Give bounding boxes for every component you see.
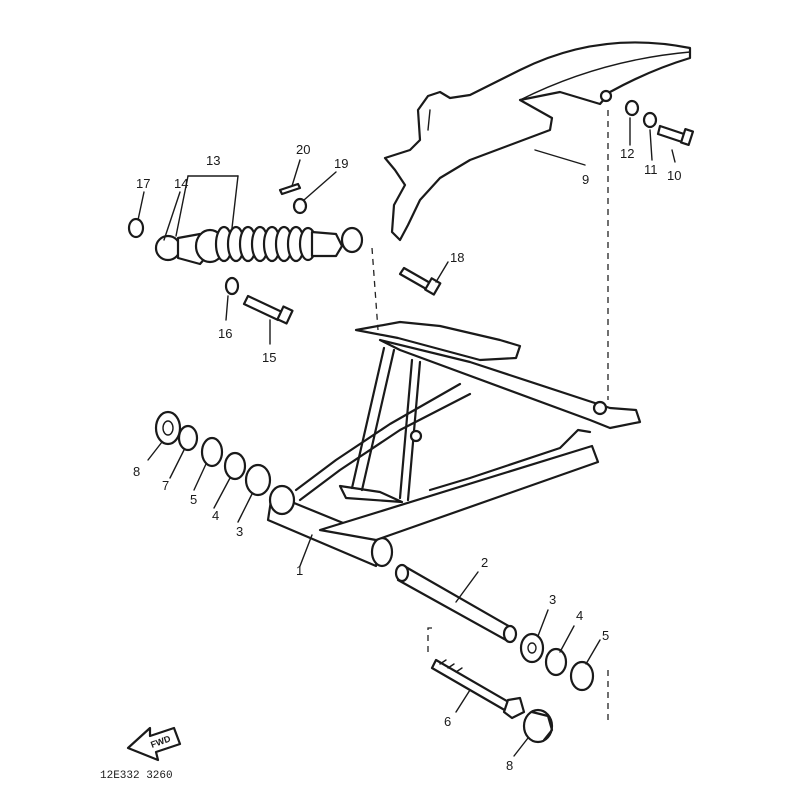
leader-8b xyxy=(513,737,529,757)
callout-9: 9 xyxy=(582,172,589,187)
part-3-collar-left xyxy=(244,463,272,497)
leader-13a xyxy=(175,175,189,237)
leader-4a xyxy=(213,477,231,509)
callout-4-left: 4 xyxy=(212,508,219,523)
part-20-pin xyxy=(278,182,302,196)
part-3-collar-right xyxy=(519,632,545,664)
leader-1 xyxy=(299,534,313,567)
part-12-washer xyxy=(624,99,640,117)
part-2-pivot-shaft xyxy=(394,563,518,644)
callout-4-right: 4 xyxy=(576,608,583,623)
leader-5a xyxy=(193,463,207,491)
forward-arrow-icon: FWD xyxy=(126,726,182,762)
part-9-chain-guard xyxy=(383,41,692,242)
callout-10: 10 xyxy=(667,168,681,183)
callout-12: 12 xyxy=(620,146,634,161)
leader-14 xyxy=(163,191,181,241)
callout-17: 17 xyxy=(136,176,150,191)
part-4-bushing-left xyxy=(223,451,247,481)
leader-20 xyxy=(291,159,301,187)
part-10-bolt xyxy=(656,124,695,146)
callout-5-right: 5 xyxy=(602,628,609,643)
assembly-line-shock xyxy=(371,247,379,331)
assembly-line-bolt xyxy=(427,627,432,655)
leader-11 xyxy=(649,129,653,161)
part-18-bolt xyxy=(398,266,442,296)
part-11-washer xyxy=(642,111,658,129)
callout-3-left: 3 xyxy=(236,524,243,539)
leader-18 xyxy=(435,261,449,283)
drawing-code: 12E332 3260 xyxy=(100,770,173,782)
callout-18: 18 xyxy=(450,250,464,265)
leader-4b xyxy=(559,625,575,653)
part-13-shock-absorber xyxy=(154,225,364,266)
part-17-cap xyxy=(127,217,145,239)
leader-8a xyxy=(147,441,163,461)
part-7-spacer-left xyxy=(177,424,199,452)
leader-5b xyxy=(585,639,601,665)
leader-10 xyxy=(671,149,676,163)
part-8-cap-left xyxy=(154,410,182,446)
part-1-swingarm xyxy=(266,320,642,568)
leader-3b xyxy=(537,609,549,637)
callout-14: 14 xyxy=(174,176,188,191)
callout-5-left: 5 xyxy=(190,492,197,507)
callout-1: 1 xyxy=(296,563,303,578)
leader-6 xyxy=(455,689,471,713)
part-16-washer xyxy=(224,276,240,296)
callout-15: 15 xyxy=(262,350,276,365)
callout-20: 20 xyxy=(296,142,310,157)
callout-8-right: 8 xyxy=(506,758,513,773)
callout-6: 6 xyxy=(444,714,451,729)
callout-13: 13 xyxy=(206,153,220,168)
callout-19: 19 xyxy=(334,156,348,171)
part-8-cap-right xyxy=(522,708,554,744)
part-5-seal-right xyxy=(569,660,595,692)
callout-7: 7 xyxy=(162,478,169,493)
callout-3-right: 3 xyxy=(549,592,556,607)
leader-9 xyxy=(534,149,586,166)
leader-17 xyxy=(137,191,145,221)
part-4-bushing-right xyxy=(544,647,568,677)
leader-3a xyxy=(237,493,253,523)
callout-11: 11 xyxy=(644,162,658,177)
callout-8-left: 8 xyxy=(133,464,140,479)
part-6-pivot-bolt xyxy=(430,658,526,720)
leader-19 xyxy=(303,171,337,201)
callout-16: 16 xyxy=(218,326,232,341)
part-15-bolt xyxy=(242,294,294,325)
callout-2: 2 xyxy=(481,555,488,570)
part-5-seal-left xyxy=(200,436,224,468)
leader-16 xyxy=(225,295,229,321)
leader-13b xyxy=(231,175,239,229)
leader-2 xyxy=(455,571,479,603)
part-19-washer xyxy=(292,197,308,215)
leader-7 xyxy=(169,449,185,479)
